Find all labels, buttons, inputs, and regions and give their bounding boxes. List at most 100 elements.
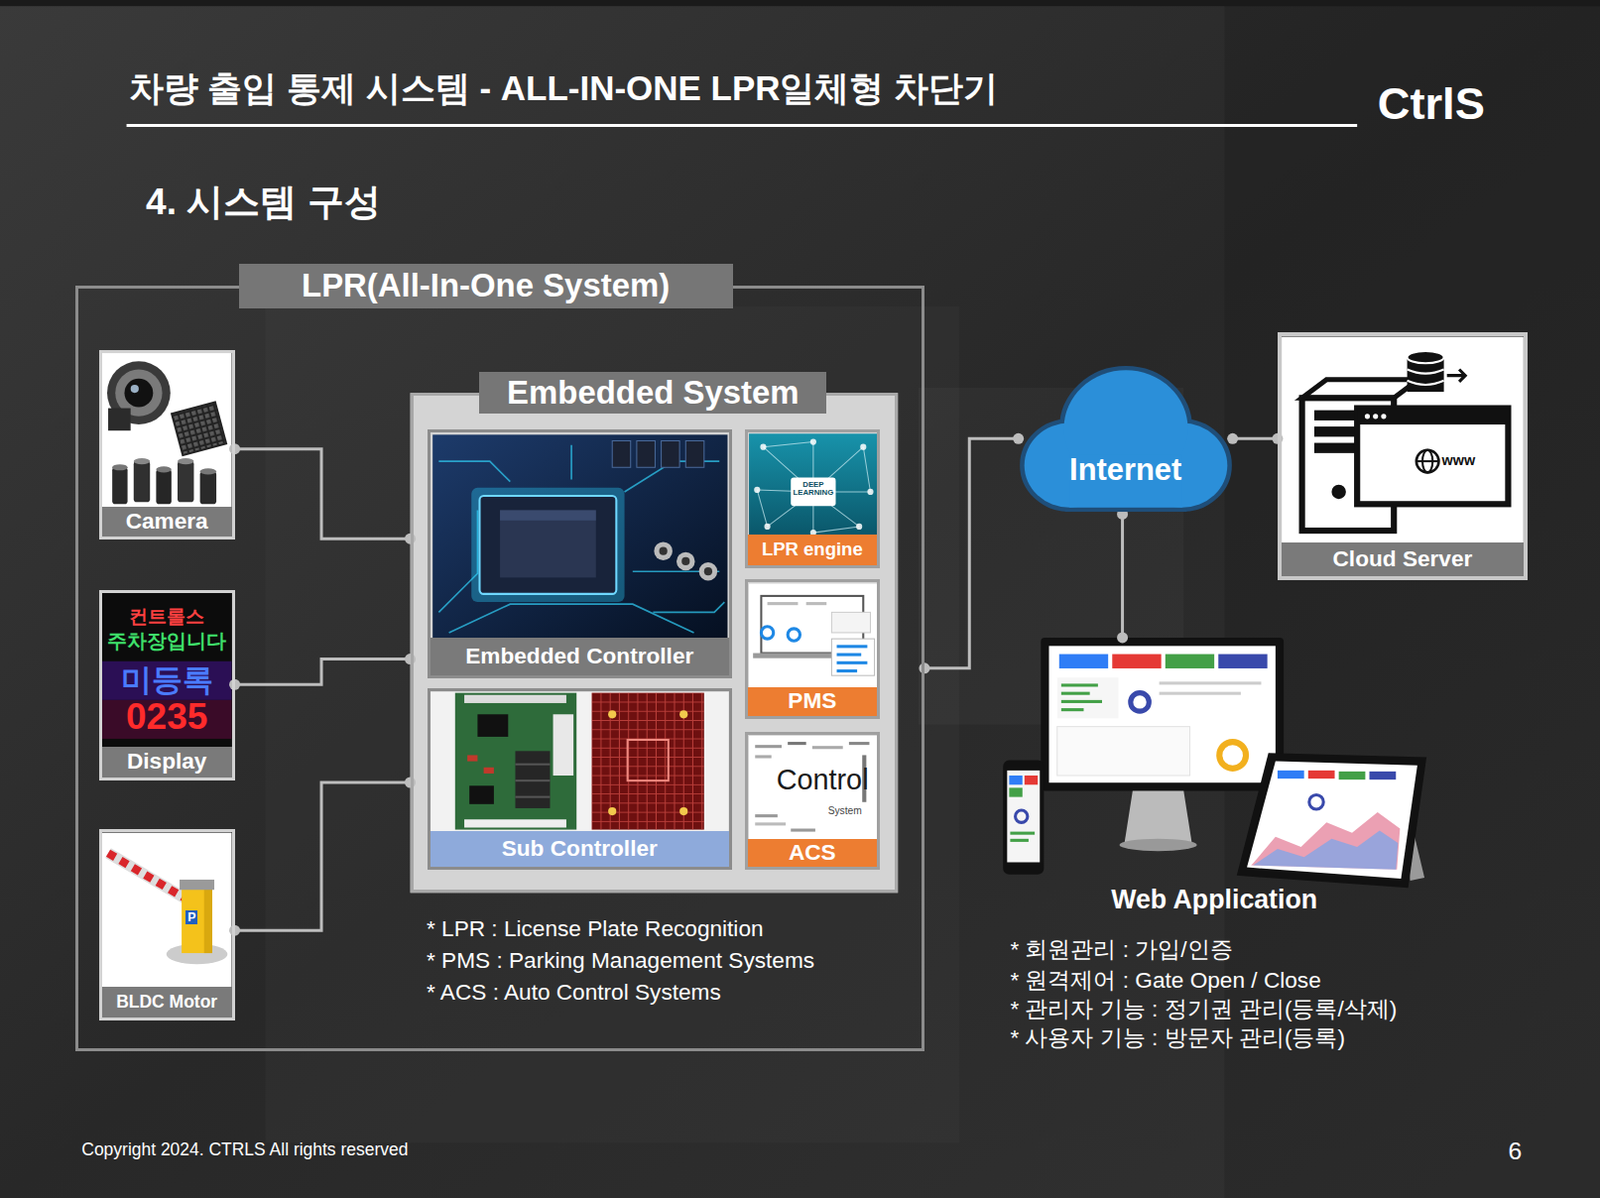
devices-illustration	[1009, 839, 1029, 843]
node-label: BLDC Motor	[102, 986, 233, 1018]
devices-illustration	[1059, 654, 1108, 669]
pcb-illustration	[469, 785, 494, 805]
embedded-system-panel	[410, 392, 899, 893]
dashboard-illustration	[748, 584, 878, 692]
word-cloud-illustration	[754, 744, 782, 748]
camera-illustration	[170, 400, 228, 457]
processor-illustration	[432, 434, 728, 641]
text-label: P	[185, 910, 198, 926]
connector-dot	[918, 662, 930, 674]
connector-line	[1120, 513, 1124, 637]
pcb-illustration	[608, 807, 616, 816]
neural-network-illustration	[748, 433, 878, 538]
server-icon	[1416, 460, 1440, 463]
camera-illustration	[177, 458, 194, 465]
processor-illustration	[681, 557, 690, 566]
processor-illustration	[449, 604, 695, 633]
pcb-illustration	[477, 714, 508, 738]
devices-illustration	[1309, 795, 1324, 810]
camera-illustration	[102, 353, 233, 510]
processor-illustration	[570, 445, 573, 481]
pcb-illustration	[592, 693, 705, 831]
barrier-illustration	[181, 885, 213, 954]
neural-network-illustration	[756, 490, 767, 527]
server-icon	[1281, 337, 1524, 548]
barrier-illustration	[179, 879, 215, 890]
server-icon	[1407, 369, 1445, 384]
devices-illustration	[1369, 771, 1397, 780]
devices-illustration	[1124, 790, 1193, 843]
processor-illustration	[471, 488, 624, 603]
pcb-illustration	[514, 779, 550, 782]
cloud-outline	[1018, 365, 1233, 514]
node-label: Embedded Controller	[430, 637, 730, 676]
devices-illustration	[1159, 681, 1262, 685]
processor-illustration	[661, 441, 681, 469]
cloud-outline	[1023, 370, 1228, 508]
neural-network-illustration	[790, 478, 836, 507]
neural-network-illustration	[756, 442, 870, 534]
camera-illustration	[170, 400, 228, 457]
camera-illustration	[172, 403, 225, 455]
word-cloud-illustration	[754, 814, 778, 818]
title-underline	[126, 124, 1358, 126]
processor-illustration	[438, 445, 725, 633]
devices-illustration	[1024, 775, 1038, 785]
text-label: 0235	[103, 698, 232, 736]
component-box: Cloud Server	[1277, 332, 1528, 581]
node-label: LPR engine	[747, 534, 877, 566]
component-box: Embedded Controller	[427, 429, 733, 679]
embedded-system-panel	[410, 392, 899, 893]
camera-illustration	[102, 353, 233, 510]
camera-illustration	[124, 378, 154, 408]
connector-dot	[229, 443, 241, 455]
server-icon	[1331, 485, 1346, 499]
pcb-illustration	[467, 754, 478, 761]
connector-line	[235, 449, 411, 540]
node-label: PMS	[747, 687, 877, 717]
component-box: ACS	[744, 732, 880, 871]
devices-illustration	[1057, 727, 1191, 776]
text-label: Copyright 2024. CTRLS All rights reserve…	[81, 1139, 408, 1161]
node-label: LPR(All-In-One System)	[239, 263, 734, 308]
devices-illustration	[1118, 839, 1197, 852]
text-label: 컨트롤스	[103, 606, 232, 628]
pcb-illustration	[553, 714, 575, 776]
devices-illustration	[1252, 831, 1398, 870]
processor-illustration	[685, 441, 705, 469]
word-cloud-illustration	[812, 745, 844, 749]
neural-network-illustration	[866, 489, 873, 495]
component-box: LPR engine	[744, 429, 880, 569]
text-label: DEEP LEARNING	[792, 481, 834, 498]
background	[264, 306, 960, 1144]
neural-network-illustration	[753, 438, 873, 536]
devices-illustration	[1049, 645, 1276, 783]
text-label: 4. 시스템 구성	[145, 179, 380, 224]
dashboard-illustration	[760, 626, 773, 639]
processor-illustration	[659, 547, 668, 556]
server-icon	[1364, 413, 1370, 419]
processor-illustration	[699, 562, 719, 582]
neural-network-illustration	[762, 442, 813, 448]
word-cloud-illustration	[787, 741, 807, 745]
devices-illustration	[1218, 654, 1267, 669]
dashboard-illustration	[748, 584, 878, 692]
dashboard-illustration	[831, 638, 874, 676]
server-icon	[1380, 413, 1386, 419]
server-icon	[1356, 408, 1508, 425]
devices-illustration	[1015, 810, 1028, 823]
processor-illustration	[438, 461, 510, 483]
devices-illustration	[1308, 770, 1336, 779]
neural-network-illustration	[810, 438, 817, 445]
devices-illustration	[1061, 683, 1099, 687]
node-label: Camera	[102, 506, 233, 537]
pcb-illustration	[464, 819, 567, 828]
devices-illustration	[1250, 812, 1400, 870]
processor-illustration	[612, 441, 631, 469]
text-label: * LPR : License Plate Recognition	[426, 915, 764, 943]
connector-dot	[1116, 631, 1128, 643]
pcb-illustration	[514, 763, 550, 766]
